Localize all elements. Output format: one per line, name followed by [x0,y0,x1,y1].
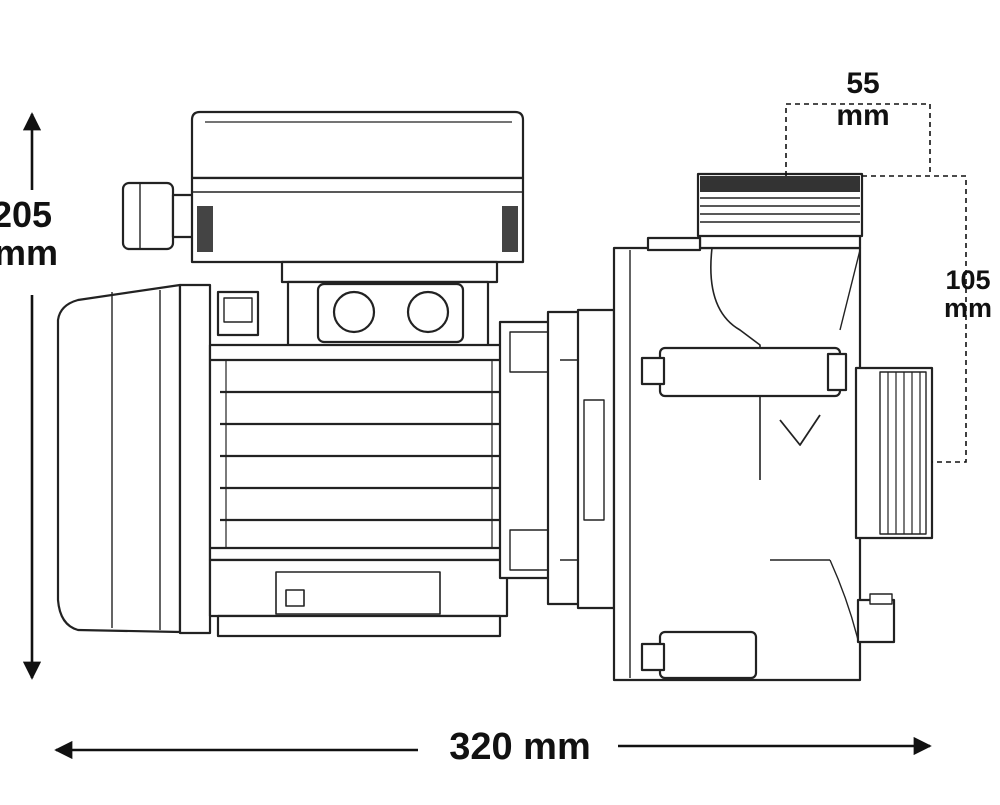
inlet-value: 105 [945,265,991,295]
lower-bolt [640,630,758,680]
motor-body [208,343,509,562]
drain-plug [856,593,896,644]
width-dimension-label: 320 mm [430,727,610,768]
inlet-port [854,366,934,540]
motor-end-cap [56,283,212,635]
outlet-port [696,172,864,238]
base-foot [208,558,509,638]
pump-housing [612,230,862,682]
height-dimension-label: 205 mm [0,196,70,272]
outlet-dimension-label: 55 mm [818,68,908,131]
inlet-dim-guide [862,175,967,463]
cable-gland [121,181,197,251]
inlet-dimension-label: 105 mm [936,266,1000,323]
terminal-box [190,110,525,284]
shaft-coupling [498,308,616,610]
outlet-unit: mm [836,98,890,132]
capacitor-housing [216,280,490,349]
height-unit: mm [0,231,59,273]
height-value: 205 [0,194,53,235]
outlet-value: 55 [846,67,880,100]
upper-bolt [640,346,848,398]
outlet-dim-guide [785,103,931,176]
inlet-unit: mm [943,293,992,324]
